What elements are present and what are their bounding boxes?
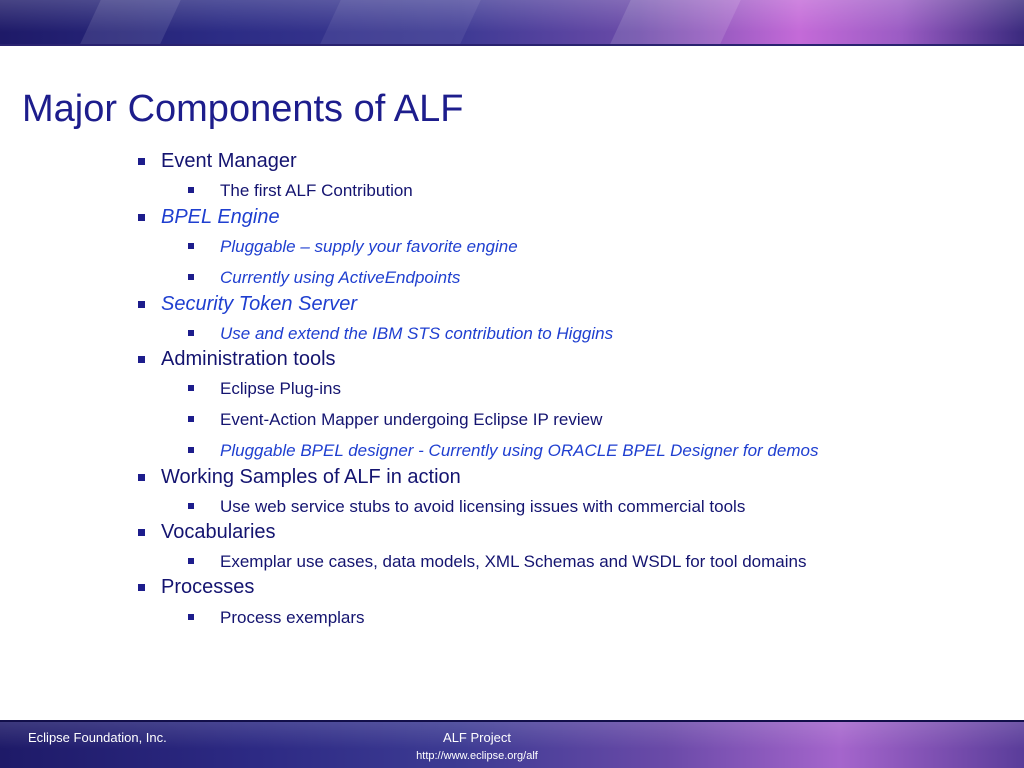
bullet-text: Pluggable – supply your favorite engine (220, 237, 518, 256)
bullet-text: The first ALF Contribution (220, 181, 413, 200)
bullet-text: Event Manager (161, 150, 297, 172)
square-bullet-icon (188, 243, 194, 249)
footer-edge (0, 720, 1024, 722)
square-bullet-icon (188, 503, 194, 509)
bullet-text: Use and extend the IBM STS contribution … (220, 324, 614, 343)
bullet-text: Processes (161, 576, 255, 598)
square-bullet-icon (188, 385, 194, 391)
banner-shine (0, 0, 1024, 46)
slide-title: Major Components of ALF (22, 88, 464, 130)
square-bullet-icon (188, 416, 194, 422)
footer-banner: Eclipse Foundation, Inc. ALF Project htt… (0, 720, 1024, 768)
bullet-text: Administration tools (161, 348, 336, 370)
square-bullet-icon (138, 214, 145, 221)
footer-organization: Eclipse Foundation, Inc. (28, 730, 167, 745)
square-bullet-icon (138, 158, 145, 165)
bullet-text: Eclipse Plug-ins (220, 379, 341, 398)
square-bullet-icon (188, 558, 194, 564)
square-bullet-icon (138, 356, 145, 363)
bullet-text: Vocabularies (161, 521, 276, 543)
square-bullet-icon (188, 274, 194, 280)
footer-url-link[interactable]: http://www.eclipse.org/alf (416, 750, 538, 762)
bullet-text: Pluggable BPEL designer - Currently usin… (220, 441, 819, 460)
square-bullet-icon (138, 474, 145, 481)
header-banner (0, 0, 1024, 46)
bullet-text: BPEL Engine (161, 206, 280, 228)
banner-edge (0, 44, 1024, 46)
footer-project-name: ALF Project (443, 730, 511, 745)
square-bullet-icon (188, 447, 194, 453)
square-bullet-icon (138, 301, 145, 308)
footer-shine (0, 720, 1024, 768)
square-bullet-icon (138, 584, 145, 591)
bullet-text: Security Token Server (161, 293, 358, 315)
square-bullet-icon (138, 529, 145, 536)
bullet-text: Process exemplars (220, 608, 365, 627)
bullet-text: Currently using ActiveEndpoints (220, 268, 461, 287)
square-bullet-icon (188, 187, 194, 193)
bullet-text: Exemplar use cases, data models, XML Sch… (220, 552, 807, 571)
bullet-text: Use web service stubs to avoid licensing… (220, 497, 746, 516)
square-bullet-icon (188, 614, 194, 620)
bullet-text: Working Samples of ALF in action (161, 466, 461, 488)
square-bullet-icon (188, 330, 194, 336)
bullet-text: Event-Action Mapper undergoing Eclipse I… (220, 410, 603, 429)
